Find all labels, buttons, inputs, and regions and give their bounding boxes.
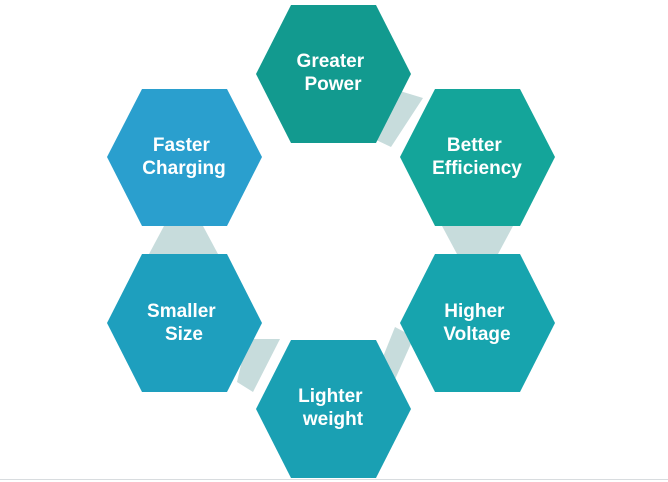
label-line: Greater — [297, 51, 365, 72]
hexagon-label: Greater Power — [297, 51, 370, 95]
label-line: Higher — [444, 301, 505, 322]
label-line: Voltage — [443, 324, 510, 345]
hexagon-smaller-size: Smaller Size — [107, 254, 262, 392]
label-line: Lighter — [298, 386, 363, 407]
label-line: Charging — [142, 158, 225, 179]
label-line: weight — [302, 409, 364, 430]
label-line: Smaller — [147, 301, 216, 322]
hexagon-higher-voltage: Higher Voltage — [400, 254, 555, 392]
connector-weight-size — [237, 339, 280, 392]
hexagon-label: Faster Charging — [142, 135, 225, 179]
hexagon-label: Lighter weight — [298, 386, 368, 430]
connectors — [149, 88, 513, 395]
hexagon-lighter-weight: Lighter weight — [256, 340, 411, 478]
hexagon-shape — [256, 340, 411, 478]
hexagon-label: Smaller Size — [147, 301, 221, 345]
hexagon-shape — [256, 5, 411, 143]
hexagons: Greater Power Better Efficiency Higher V… — [107, 5, 555, 478]
hexagon-better-efficiency: Better Efficiency — [400, 89, 555, 226]
hexagon-shape — [107, 254, 262, 392]
label-line: Efficiency — [432, 158, 522, 179]
label-line: Size — [165, 324, 203, 345]
hexagon-greater-power: Greater Power — [256, 5, 411, 143]
hexagon-label: Higher Voltage — [443, 301, 510, 345]
label-line: Better — [447, 135, 503, 156]
connector-efficiency-voltage — [442, 226, 513, 254]
hexagon-faster-charging: Faster Charging — [107, 89, 262, 226]
bottom-divider — [0, 479, 668, 480]
hexagon-shape — [400, 254, 555, 392]
hexagon-label: Better Efficiency — [432, 135, 522, 179]
label-line: Power — [304, 74, 362, 95]
hexagon-shape — [400, 89, 555, 226]
connector-size-charging — [149, 226, 218, 254]
hexagon-shape — [107, 89, 262, 226]
label-line: Faster — [153, 135, 211, 156]
